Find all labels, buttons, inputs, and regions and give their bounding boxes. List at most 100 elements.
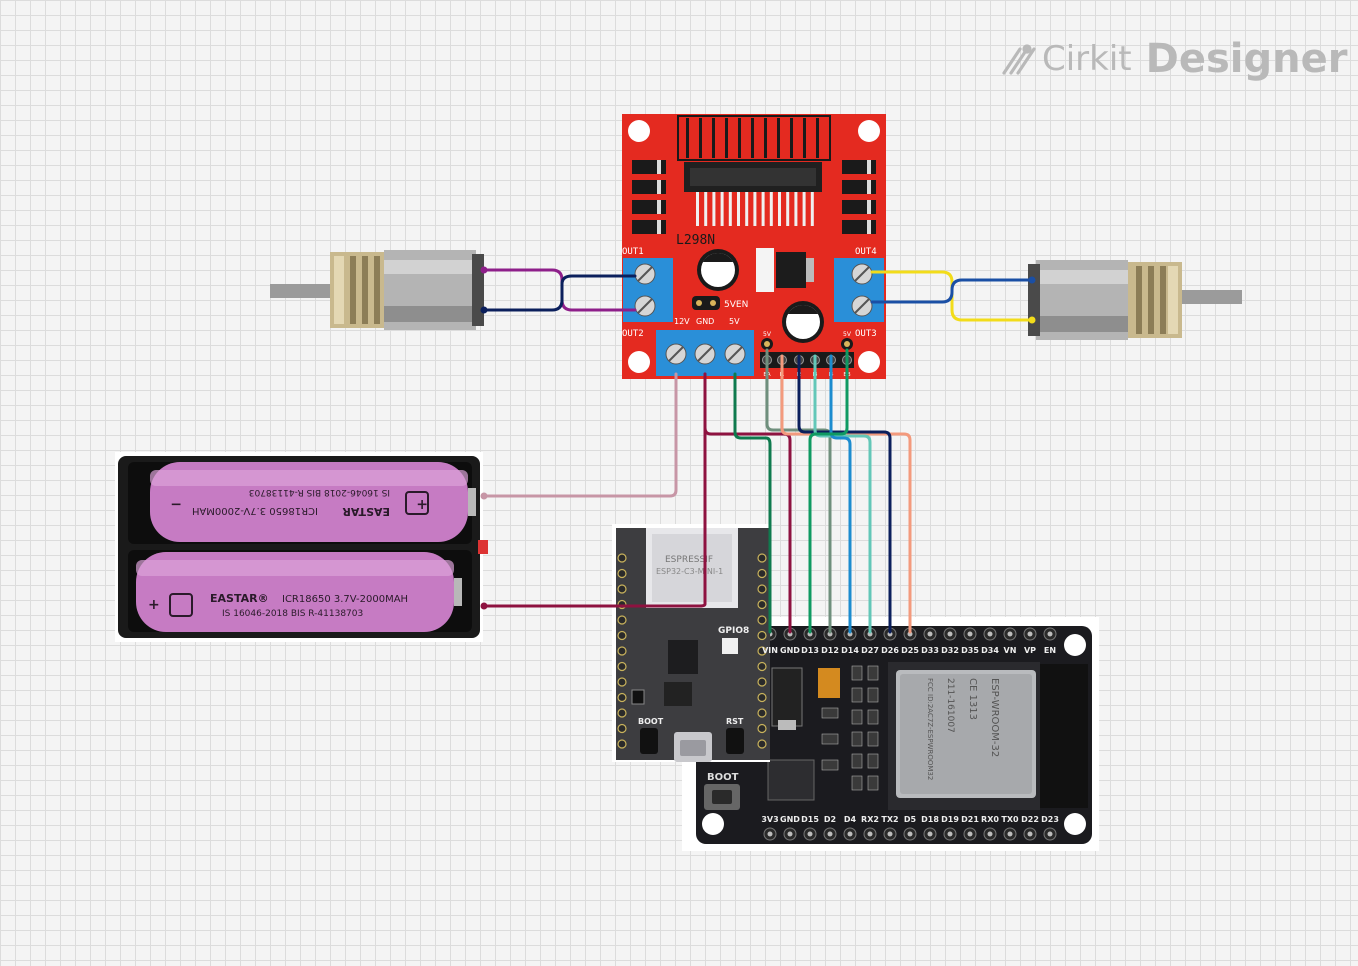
c3-right-pin[interactable] <box>757 630 767 641</box>
l298n-12v-label: 12V <box>674 317 690 326</box>
module-ce: CE 1313 <box>967 678 978 720</box>
c3-right-pin[interactable] <box>757 568 767 579</box>
esp32-top-pin-label: D12 <box>821 646 839 655</box>
l298n-out3-label: OUT3 <box>855 329 877 339</box>
c3-brand: ESPRESSIF <box>665 555 713 565</box>
smd-resistor <box>867 731 879 747</box>
c3-right-pin[interactable] <box>757 692 767 703</box>
c3-left-pin[interactable] <box>617 630 627 641</box>
l298n-gnd-label: GND <box>696 317 714 326</box>
c3-right-pin[interactable] <box>757 584 767 594</box>
esp32-bottom-pin-label: D2 <box>824 815 836 824</box>
c3-left-pin[interactable] <box>617 723 627 734</box>
esp32-c3-board[interactable]: ESPRESSIF ESP32-C3-MINI-1 GPIO8 BOOT RST <box>612 524 770 762</box>
esp32-bottom-header <box>763 827 1057 841</box>
c3-left-pin[interactable] <box>617 615 627 625</box>
smd-resistor <box>851 709 863 725</box>
c3-boot-label: BOOT <box>638 717 664 726</box>
c3-chip <box>664 682 692 706</box>
l298n-5v-right-pin-label: 5V <box>843 331 852 338</box>
esp32-bottom-pin-label: D22 <box>1021 815 1039 824</box>
esp32-top-pin-label: D13 <box>801 646 819 655</box>
brand-cirkit: Cirkit <box>1042 39 1132 79</box>
esp32-bottom-pin-label: GND <box>780 815 800 824</box>
c3-left-pin[interactable] <box>617 584 627 594</box>
module-fcc: FCC ID:2AC7Z-ESPWROOM32 <box>926 678 934 780</box>
cell1-minus: − <box>170 496 182 512</box>
c3-right-pin[interactable] <box>757 615 767 625</box>
c3-right-pin[interactable] <box>757 553 767 563</box>
c3-right-pin[interactable] <box>757 739 767 749</box>
c3-left-pin[interactable] <box>617 708 627 718</box>
esp32-top-pin-label: VN <box>1004 646 1017 655</box>
esp32-top-pin-label: D35 <box>961 646 979 655</box>
l298n-5v-label: 5V <box>729 317 740 326</box>
l298n-driver[interactable]: L298N 5VEN OUT1 OUT2 OUT4 OUT3 12V GND 5… <box>622 114 886 379</box>
c3-right-pin[interactable] <box>757 677 767 687</box>
esp32-bottom-pin-label: D4 <box>844 815 857 824</box>
voltage-regulator <box>771 667 803 727</box>
esp32-top-pin-label: D34 <box>981 646 999 655</box>
usb-uart-chip <box>767 759 815 801</box>
module-name: ESP-WROOM-32 <box>989 678 1000 757</box>
c3-rst-label: RST <box>726 717 744 726</box>
smd-capacitor <box>821 759 839 771</box>
esp32-top-pin-label: D14 <box>841 646 859 655</box>
esp32-top-pin-label: D33 <box>921 646 939 655</box>
esp32-top-pin-label: D26 <box>881 646 899 655</box>
c3-left-pin[interactable] <box>617 553 627 563</box>
c3-left-pin[interactable] <box>617 677 627 687</box>
smd-resistor <box>867 753 879 769</box>
wire-gnd-battery[interactable] <box>482 372 707 608</box>
c3-right-pin[interactable] <box>757 661 767 672</box>
c3-right-pin[interactable] <box>757 708 767 718</box>
esp32-bottom-pin-label: TX0 <box>1001 815 1019 824</box>
smd-resistor <box>851 665 863 681</box>
c3-right-pin[interactable] <box>757 723 767 734</box>
esp32-top-pin-label: GND <box>780 646 800 655</box>
smd-resistor <box>867 709 879 725</box>
wire-5v-vin[interactable] <box>733 372 772 634</box>
c3-left-pin[interactable] <box>617 646 627 656</box>
c3-left-header <box>617 553 627 749</box>
wire-gnd-esp32[interactable] <box>703 372 792 634</box>
c3-rst-button[interactable] <box>726 728 744 754</box>
esp32-bottom-pin-label: TX2 <box>881 815 898 824</box>
c3-left-pin[interactable] <box>617 739 627 749</box>
motor-right-endcap <box>1028 264 1040 336</box>
esp32-bottom-pin-label: 3V3 <box>761 815 778 824</box>
cell2-std: IS 16046-2018 BIS R-41138703 <box>222 609 363 619</box>
motor-right[interactable] <box>1028 260 1242 340</box>
cell2-spec: ICR18650 3.7V-2000MAH <box>282 594 408 605</box>
c3-right-pin[interactable] <box>757 599 767 610</box>
wires <box>482 268 1034 634</box>
motor-left-shaft <box>270 284 332 298</box>
c3-left-pin[interactable] <box>617 568 627 579</box>
c3-right-header <box>757 553 767 749</box>
wire-i3-d27[interactable] <box>813 354 872 634</box>
battery-pack[interactable]: EASTAR ICR18650 3.7V-2000MAH IS 16046-20… <box>115 452 488 642</box>
wire-out2-motor-left[interactable] <box>482 274 637 312</box>
l298n-5ven-jumper[interactable] <box>692 296 720 310</box>
wire-12v-battery[interactable] <box>482 372 678 498</box>
c3-right-pin[interactable] <box>757 646 767 656</box>
c3-left-pin[interactable] <box>617 661 627 672</box>
esp32-bottom-pin-label: RX0 <box>981 815 999 824</box>
c3-model: ESP32-C3-MINI-1 <box>656 567 723 576</box>
l298n-out4-label: OUT4 <box>855 247 877 257</box>
motor-left[interactable] <box>270 250 488 330</box>
esp32-top-pin-label: D25 <box>901 646 919 655</box>
esp32-bottom-pin-label: D19 <box>941 815 959 824</box>
c3-left-pin[interactable] <box>617 692 627 703</box>
cell2-plus: + <box>148 597 160 613</box>
wire-i2-d26[interactable] <box>797 354 892 634</box>
l298n-control-header[interactable] <box>760 352 854 368</box>
smd-resistor <box>867 687 879 703</box>
c3-boot-button[interactable] <box>640 728 658 754</box>
cell2-brand: EASTAR® <box>210 592 269 605</box>
wire-eb-d13[interactable] <box>808 348 849 634</box>
wire-out3-motor-right[interactable] <box>870 278 1034 304</box>
motor-right-shaft <box>1180 290 1242 304</box>
smd-capacitor <box>821 733 839 745</box>
